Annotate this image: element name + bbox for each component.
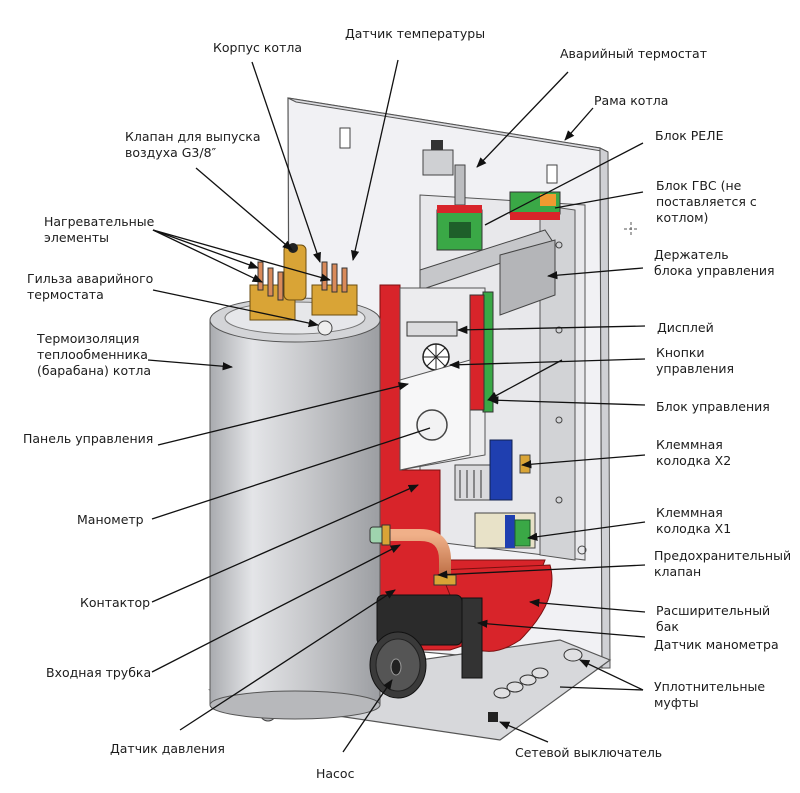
control-unit [399, 287, 494, 471]
label-temperature-sensor: Датчик температуры [345, 26, 486, 41]
label-terminal-x1: Клеммная колодка Х1 [656, 505, 732, 536]
label-display: Дисплей [657, 320, 714, 335]
label-thermal-insulation: Термоизоляция теплообменника (барабана) … [37, 331, 152, 378]
label-pressure-gauge: Манометр [77, 512, 144, 527]
label-boiler-frame: Рама котла [594, 93, 669, 108]
label-control-panel: Панель управления [23, 431, 154, 446]
relay-block [436, 205, 483, 251]
label-air-release-valve: Клапан для выпуска воздуха G3/8″ [125, 129, 261, 160]
power-switch [488, 712, 498, 722]
label-seal-couplings: Уплотнительные муфты [654, 679, 766, 710]
seal-couplings [493, 648, 583, 699]
pressure-gauge [416, 409, 448, 441]
label-contactor: Контактор [80, 595, 151, 610]
label-thermostat-sleeve: Гильза аварийного термостата [27, 271, 154, 302]
label-power-switch: Сетевой выключатель [515, 745, 663, 760]
label-heating-elements: Нагревательные элементы [44, 214, 155, 245]
display [406, 321, 458, 337]
label-relay-block: Блок РЕЛЕ [655, 128, 724, 143]
crosshair-mark [624, 222, 638, 236]
pump [369, 594, 483, 699]
label-dhw-block: Блок ГВС (не поставляется с котлом) [656, 178, 757, 225]
label-control-holder: Держатель блока управления [654, 247, 775, 278]
label-control-unit: Блок управления [656, 399, 770, 414]
label-expansion-tank: Расширительный бак [656, 603, 771, 634]
label-control-buttons: Кнопки управления [656, 345, 735, 376]
leader-lines [147, 59, 646, 753]
label-boiler-body: Корпус котла [213, 40, 303, 55]
label-inlet-pipe: Входная трубка [46, 665, 152, 680]
label-emergency-thermostat: Аварийный термостат [560, 46, 707, 61]
label-pump: Насос [316, 766, 355, 781]
label-gauge-sensor: Датчик манометра [654, 637, 779, 652]
thermostat-sleeve [317, 320, 333, 336]
dhw-block [509, 191, 561, 220]
label-pressure-sensor: Датчик давления [110, 741, 225, 756]
emergency-thermostat [422, 140, 466, 206]
label-safety-valve: Предохранительный клапан [654, 548, 792, 579]
terminal-block-x1 [474, 512, 587, 555]
label-terminal-x2: Клеммная колодка Х2 [656, 437, 732, 468]
